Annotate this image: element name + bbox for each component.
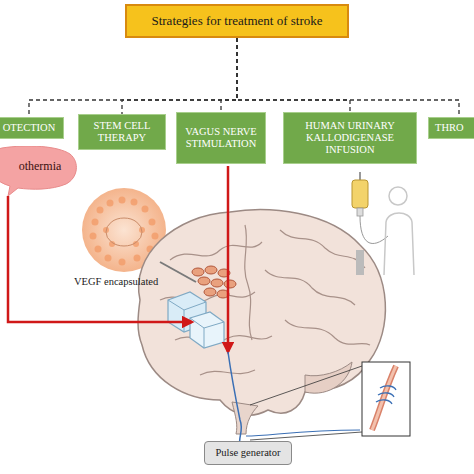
ice-cube <box>190 312 224 348</box>
nerve-inset <box>250 362 410 440</box>
vegf-capsules <box>192 266 236 298</box>
node-text: STEM CELL THERAPY <box>82 120 162 144</box>
node-text: Pulse generator <box>215 447 280 459</box>
brain-gyri <box>160 225 370 375</box>
syringe-needle <box>160 262 196 282</box>
node-text: OTECTION <box>3 122 56 134</box>
node-text: VAGUS NERVE STIMULATION <box>180 126 262 150</box>
iv-tube <box>360 216 388 244</box>
brain-outline <box>138 210 385 416</box>
iv-hook <box>359 172 361 180</box>
strategy-box: STEM CELL THERAPY <box>78 114 166 150</box>
speech-bubble: othermia <box>0 146 78 196</box>
tree-connector <box>122 38 237 114</box>
encapsulated-cells <box>160 262 236 298</box>
patient-head <box>389 187 407 205</box>
node-text: HUMAN URINARY KALLODIGENASE INFUSION <box>287 120 413 156</box>
strategy-box: HUMAN URINARY KALLODIGENASE INFUSION <box>283 112 417 164</box>
drip-chamber <box>357 208 363 216</box>
ice-cube-edges <box>190 318 224 348</box>
tree-connector <box>237 38 459 117</box>
title-text: Strategies for treatment of stroke <box>151 14 322 29</box>
inset-line <box>250 366 362 405</box>
nerve-electrode <box>376 386 396 404</box>
brain-stem <box>232 402 258 434</box>
title-box: Strategies for treatment of stroke <box>125 4 349 38</box>
red-arrow <box>227 166 230 352</box>
nerve-core <box>372 366 396 430</box>
nerve <box>372 366 396 430</box>
device-box: Pulse generator <box>204 441 292 465</box>
strategy-box: VAGUS NERVE STIMULATION <box>176 112 266 164</box>
red-arrow <box>8 196 192 322</box>
iv-stand <box>356 250 364 275</box>
patient-body <box>384 213 414 275</box>
iv-infusion <box>352 172 414 275</box>
node-text: othermia <box>5 160 62 174</box>
strategy-box: OTECTION <box>0 117 64 139</box>
bubble-outline <box>0 146 76 196</box>
inset-frame <box>362 362 410 436</box>
vagus-lead-wire <box>228 352 241 444</box>
tree-connector <box>237 38 350 112</box>
strategy-box: THRO <box>428 117 474 139</box>
annotation-label: VEGF encapsulated <box>74 276 158 287</box>
cell-nucleus <box>106 218 142 246</box>
tree-connector <box>221 38 237 112</box>
node-text: THRO <box>435 122 464 134</box>
ice-cubes <box>168 292 224 348</box>
iv-bag <box>352 180 368 208</box>
tree-connector <box>29 38 237 117</box>
inset-line <box>250 432 362 440</box>
